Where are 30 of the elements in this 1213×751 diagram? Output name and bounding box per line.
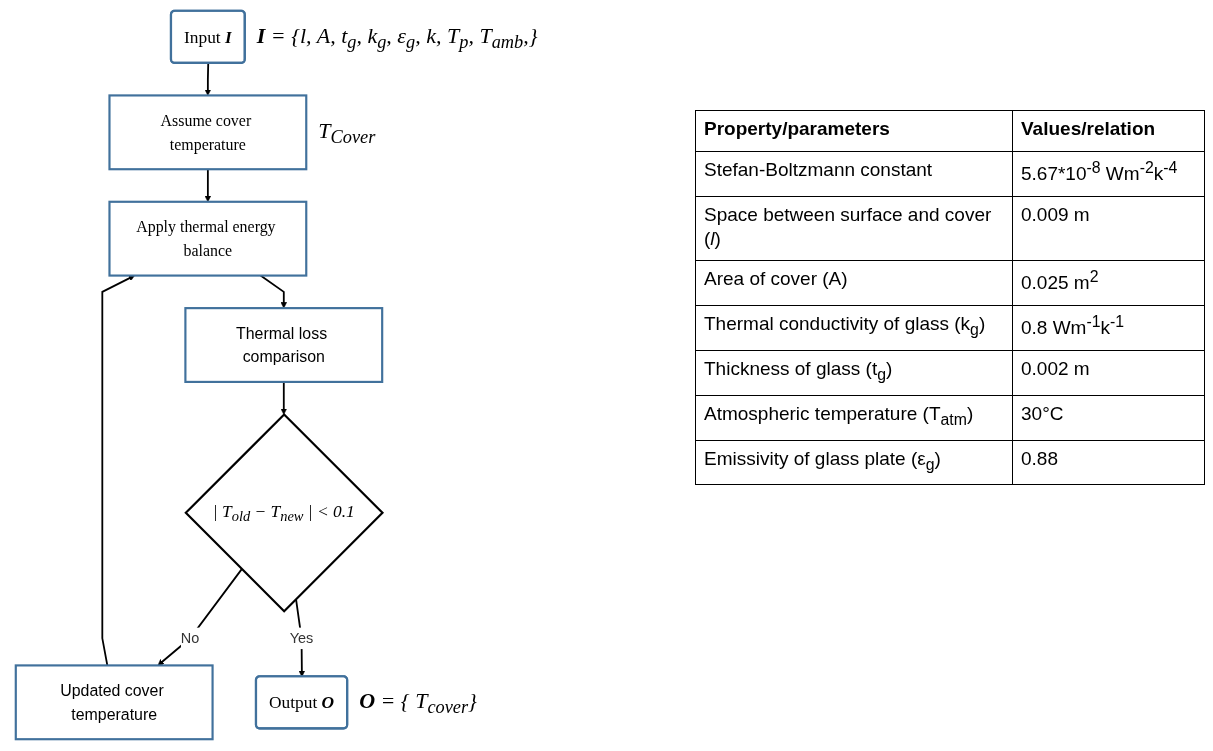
table-cell: 0.025 m$^{2}$	[1012, 260, 1205, 306]
table-cell: 0.009 m	[1012, 196, 1205, 261]
table-cell: 0.88	[1012, 440, 1205, 485]
arrow	[280, 381, 287, 415]
formula-text: I = {l, A, t$_{g}$, k$_{g}$, ε$_{g}$, k, T$_{p}$, T$_{amb}$,}	[256, 22, 538, 54]
arrow	[157, 568, 243, 666]
table-cell: Atmospheric temperature (T$_{atm}$)	[695, 395, 1013, 441]
node-diamond: | T$_{old}$ − T$_{new}$ | < 0.1	[184, 412, 385, 613]
arrow	[204, 62, 212, 96]
table-cell: Space between surface and cover (l)	[695, 196, 1013, 261]
node-box: Assume cover temperature	[108, 94, 308, 171]
table-cell: Area of cover (A)	[695, 260, 1013, 306]
table-cell: 30°C	[1012, 395, 1205, 441]
table-cell: 5.67*10$^{-8}$ Wm$^{-2}$k$^{-4}$	[1012, 151, 1205, 197]
node-box: Apply thermal energy balance	[108, 200, 308, 277]
table-cell: 0.002 m	[1012, 351, 1205, 396]
table-cell: Thickness of glass (t$_{g}$)	[695, 351, 1013, 396]
node-box: Thermal loss comparison	[184, 307, 384, 383]
edge-label: Yes	[289, 630, 314, 647]
edge-label: No	[180, 630, 200, 647]
table-cell: Emissivity of glass plate (ε$_{g}$)	[695, 440, 1013, 485]
table-cell: Stefan-Boltzmann constant	[695, 151, 1013, 197]
table-cell: Thermal conductivity of glass (k$_{g}$)	[695, 305, 1013, 351]
formula-text: T$_{Cover}$	[318, 118, 376, 149]
table-cell: 0.8 Wm$^{-1}$k$^{-1}$	[1012, 305, 1205, 351]
formula-text: O = { T$_{cover}$}	[359, 688, 477, 719]
column-header: Property/parameters	[695, 110, 1013, 152]
column-header: Values/relation	[1012, 110, 1205, 152]
arrow	[295, 598, 306, 677]
node-box: Updated cover temperature	[14, 664, 214, 741]
